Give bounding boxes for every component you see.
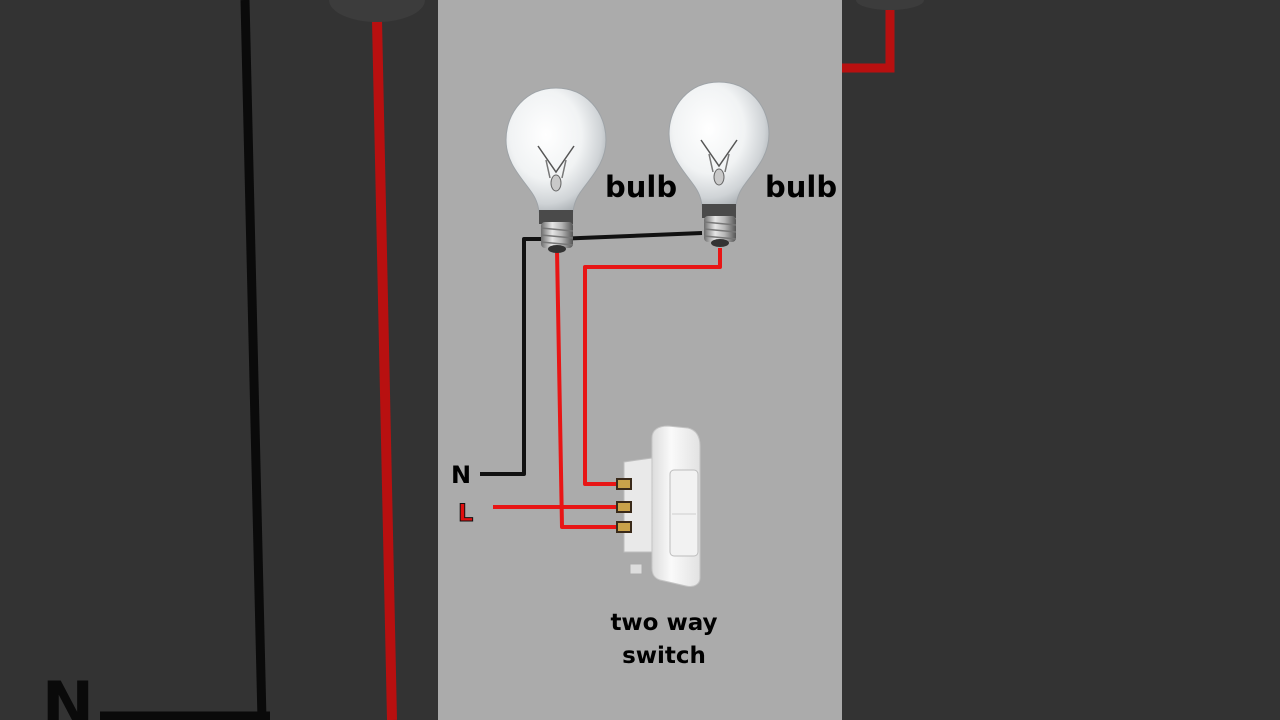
bg-neutral-wire <box>240 0 267 720</box>
switch-to-bulb-2-wire <box>583 248 722 486</box>
bulb-1-label: bulb <box>605 170 678 204</box>
bg-bulb-base <box>856 0 924 10</box>
live-label: L <box>457 499 474 528</box>
bg-neutral-label: N <box>42 668 94 720</box>
bg-bulb-base <box>329 0 425 22</box>
bulb-1 <box>505 87 607 253</box>
switch-label-line-1: two way <box>610 610 718 636</box>
switch-to-bulb-1-wire <box>555 249 620 529</box>
bulb-2 <box>668 81 770 247</box>
neutral-label: N <box>451 461 472 489</box>
neutral-wire <box>480 231 703 476</box>
wiring-diagram: bulb bulb N L two way switch <box>438 0 842 720</box>
diagram-canvas <box>480 81 770 587</box>
two-way-switch <box>616 425 701 587</box>
background-left-wires <box>100 0 425 720</box>
background-right <box>842 0 1280 720</box>
background-right-wires <box>842 0 924 73</box>
switch-terminals <box>616 478 632 533</box>
bg-live-wire <box>842 10 895 73</box>
switch-label: two way switch <box>594 607 734 673</box>
wires <box>480 231 722 529</box>
switch-label-line-2: switch <box>622 643 706 669</box>
bg-live-wire <box>372 19 397 720</box>
bulb-2-label: bulb <box>765 170 838 204</box>
background-left: N <box>0 0 438 720</box>
